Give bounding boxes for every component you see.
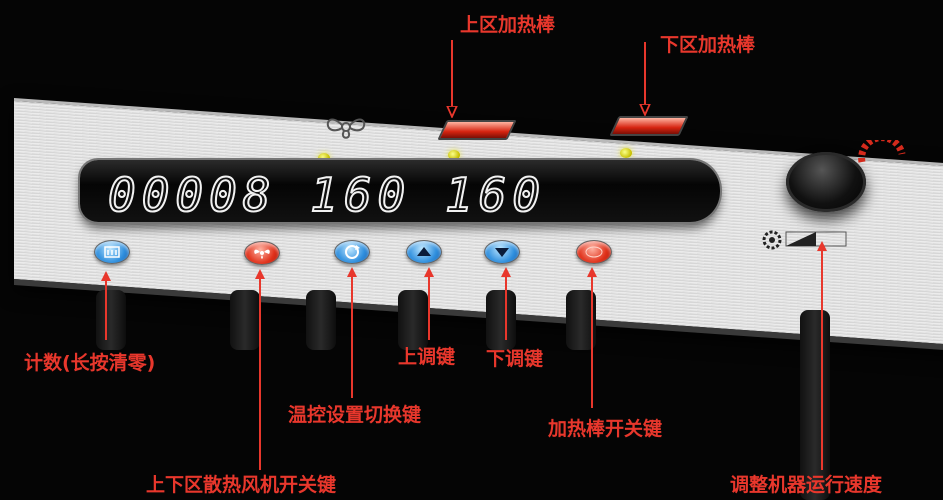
down-button[interactable] <box>484 240 520 264</box>
speed-knob[interactable] <box>786 152 866 212</box>
label-down-key: 下调键 <box>486 348 544 370</box>
support-pillar <box>398 290 428 350</box>
count-button[interactable] <box>94 240 130 264</box>
up-button[interactable] <box>406 240 442 264</box>
lower-heater-led <box>620 148 632 158</box>
support-pillar <box>306 290 336 350</box>
label-fan-switch: 上下区散热风机开关键 <box>146 474 337 496</box>
label-heater-switch: 加热棒开关键 <box>548 418 663 440</box>
label-speed: 调整机器运行速度 <box>730 474 883 496</box>
support-pillar <box>486 290 516 350</box>
display-readout: 00008 160 160 <box>107 167 547 223</box>
speed-scale-icon <box>858 140 906 163</box>
heater-switch-button[interactable] <box>576 240 612 264</box>
fan-icon <box>254 249 270 259</box>
triangle-down-icon <box>495 248 509 257</box>
support-pillar <box>800 310 830 500</box>
upper-heater-led <box>448 150 460 160</box>
triangle-up-icon <box>417 247 431 256</box>
label-count: 计数(长按清零) <box>24 352 156 374</box>
label-lower-heater: 下区加热棒 <box>660 34 756 56</box>
fan-switch-button[interactable] <box>244 241 280 265</box>
support-pillar <box>96 290 126 350</box>
label-temp-switch: 温控设置切换键 <box>288 404 422 426</box>
label-up-key: 上调键 <box>398 346 456 368</box>
power-icon <box>585 246 603 258</box>
fan-icon <box>326 118 366 139</box>
led-display <box>80 160 720 222</box>
support-pillar <box>230 290 260 350</box>
label-upper-heater: 上区加热棒 <box>460 14 556 36</box>
counter-icon <box>104 246 120 258</box>
temp-switch-button[interactable] <box>334 240 370 264</box>
fan-led <box>318 153 330 163</box>
cycle-icon <box>345 245 360 259</box>
speed-icon <box>762 230 847 250</box>
